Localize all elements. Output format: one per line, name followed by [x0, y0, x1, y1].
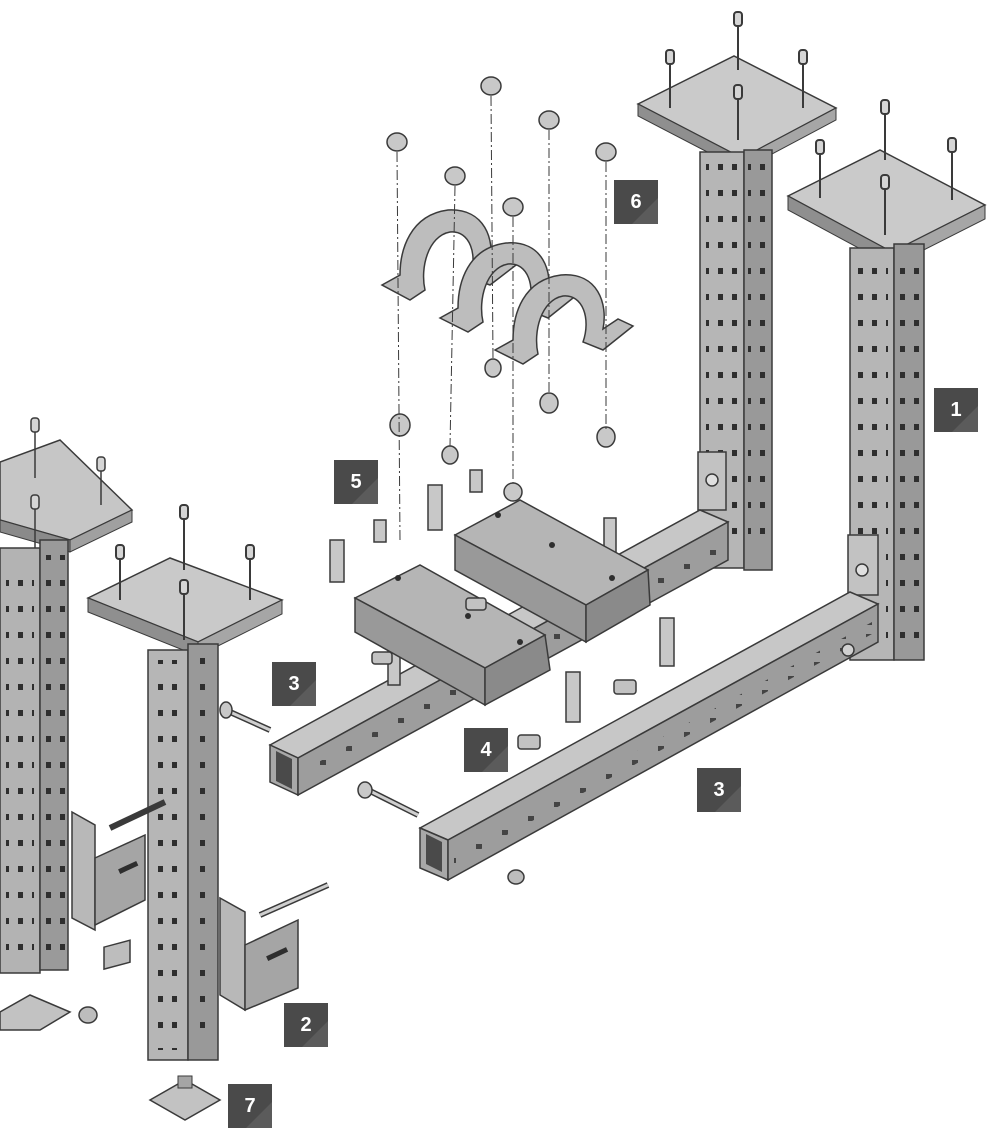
- callout-label: 2: [300, 1013, 312, 1036]
- callout-label: 3: [288, 672, 300, 695]
- callout-4: 4: [464, 728, 508, 772]
- angle-brackets: [71, 799, 330, 1012]
- clamp-nuts: [386, 76, 617, 502]
- assembly-lines: [396, 95, 607, 541]
- left-partial-column: [0, 417, 134, 1031]
- callout-5: 5: [334, 460, 378, 504]
- callout-2: 2: [284, 1003, 328, 1047]
- callout-label: 3: [713, 778, 725, 801]
- bolts: [219, 469, 675, 818]
- callout-1: 1: [934, 388, 978, 432]
- callout-label: 1: [950, 398, 962, 421]
- back-column: [636, 11, 838, 571]
- saddle-supports: [353, 499, 651, 707]
- callout-label: 6: [630, 190, 642, 213]
- pipe-clamps: [380, 209, 635, 365]
- right-column: [786, 99, 987, 661]
- callout-6: 6: [614, 180, 658, 224]
- channel-nuts: [371, 597, 637, 750]
- callout-label: 4: [480, 738, 492, 761]
- callout-7: 7: [228, 1084, 272, 1128]
- callout-3-front-rail: 3: [697, 768, 741, 812]
- callout-label: 5: [350, 470, 362, 493]
- front-rail: [418, 591, 880, 885]
- left-column: [86, 504, 284, 1121]
- callout-3-back-rail: 3: [272, 662, 316, 706]
- callout-label: 7: [244, 1094, 256, 1117]
